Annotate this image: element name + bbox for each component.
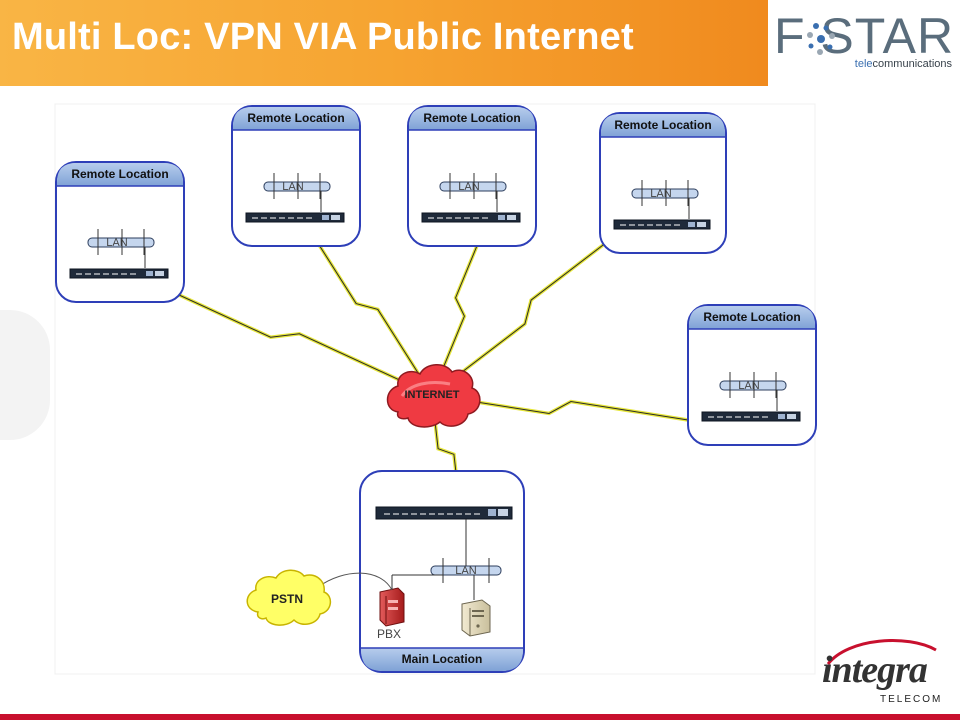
remote-link-2 — [300, 217, 434, 396]
lan-bus — [631, 188, 699, 199]
remote-location-label: Remote Location — [614, 118, 711, 132]
remote-location-label: Remote Location — [71, 167, 168, 181]
lan-bus — [439, 181, 507, 192]
remote-location-box — [231, 105, 361, 247]
lan-label: LAN — [282, 181, 303, 193]
tagline-suffix: communications — [872, 58, 952, 70]
remote-location-header — [57, 163, 183, 186]
lan-bus — [263, 181, 331, 192]
background-watermark — [0, 310, 50, 440]
remote-location-box — [407, 105, 537, 247]
fostar-wordmark: F STAR — [774, 8, 955, 64]
fostar-dots-icon — [807, 23, 835, 55]
pstn-link — [317, 572, 393, 591]
pstn-label: PSTN — [271, 592, 303, 606]
pstn-cloud-icon — [246, 569, 332, 626]
router-icon — [701, 411, 801, 422]
main-location-label: Main Location — [402, 652, 483, 666]
router-icon — [69, 268, 169, 279]
router-icon — [421, 212, 521, 223]
main-location: Main Location LAN PBX — [359, 470, 525, 673]
integra-wordmark: integra — [822, 649, 928, 691]
lan-label: LAN — [106, 237, 127, 249]
remote-location-label: Remote Location — [703, 310, 800, 324]
remote-location-header — [601, 114, 725, 137]
lan-bus — [87, 237, 155, 248]
lan-label: LAN — [650, 188, 671, 200]
lan-label: LAN — [458, 181, 479, 193]
tagline-prefix: tele — [854, 58, 873, 70]
lan-label: LAN — [738, 380, 759, 392]
remote-link-4 — [430, 227, 626, 397]
remote-link-3 — [430, 218, 490, 396]
fostar-logo: F STAR telecommunications — [768, 0, 960, 86]
integra-subtitle: TELECOM — [880, 694, 943, 705]
remote-location-box — [687, 304, 817, 446]
remote-location-box — [55, 161, 185, 303]
main-lan-label: LAN — [455, 565, 476, 577]
remote-location-header — [409, 107, 535, 130]
title-banner: Multi Loc: VPN VIA Public Internet — [0, 0, 768, 86]
remote-link-5 — [431, 393, 689, 422]
internet-cloud-icon — [386, 364, 481, 428]
router-icon — [245, 212, 345, 223]
remote-location-header — [689, 306, 815, 329]
slide-title: Multi Loc: VPN VIA Public Internet — [12, 16, 634, 58]
main-lan-bus: LAN — [391, 519, 502, 600]
internet-label: INTERNET — [405, 389, 460, 401]
main-router-icon — [375, 506, 513, 520]
remote-location-label: Remote Location — [247, 111, 344, 125]
pbx-icon — [379, 587, 405, 627]
server-icon — [461, 599, 491, 637]
remote-location-box — [599, 112, 727, 254]
integra-swoosh-icon — [826, 639, 937, 665]
remote-link-1 — [137, 274, 433, 397]
main-location-header — [361, 648, 523, 671]
router-icon — [613, 219, 711, 230]
remote-location-label: Remote Location — [423, 111, 520, 125]
pbx-label: PBX — [377, 627, 401, 641]
lan-bus — [719, 380, 787, 391]
footer-bar — [0, 714, 960, 720]
fostar-tagline: telecommunications — [855, 58, 952, 70]
remote-location-header — [233, 107, 359, 130]
integra-logo: integra TELECOM — [818, 632, 946, 712]
